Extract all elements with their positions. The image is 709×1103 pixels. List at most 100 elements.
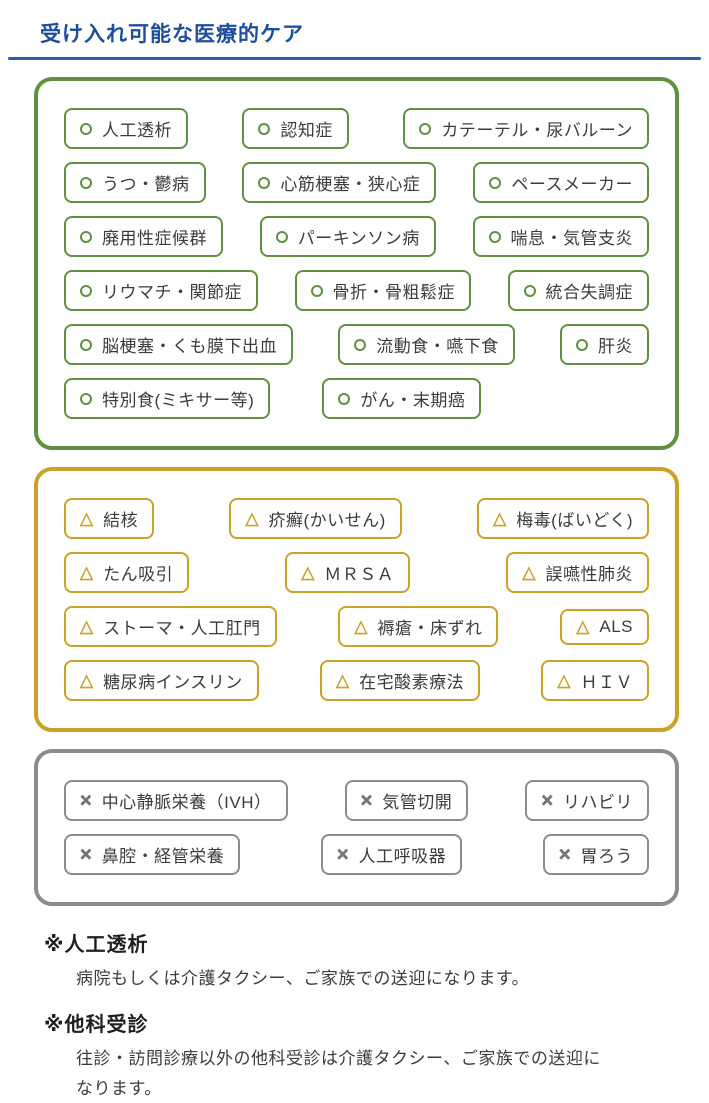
circle-icon [80, 230, 92, 243]
note-title: ※人工透析 [44, 934, 149, 956]
triangle-icon: △ [522, 563, 536, 582]
care-item-row: 脳梗塞・くも膜下出血流動食・嚥下食肝炎 [64, 324, 649, 365]
care-item: △梅毒(ばいどく) [477, 498, 649, 539]
note-other-consultation: ※他科受診 往診・訪問診療以外の他科受診は介護タクシー、ご家族での送迎に なりま… [0, 1008, 709, 1103]
care-item: ペースメーカー [473, 162, 649, 203]
triangle-icon: △ [80, 617, 94, 636]
care-item-label: 喘息・気管支炎 [510, 229, 633, 248]
care-item-label: ALS [599, 616, 633, 636]
care-item-row: △結核 △ 疥癬(かいせん) △梅毒(ばいどく) [64, 498, 649, 539]
triangle-icon: △ [354, 617, 368, 636]
triangle-icon: △ [245, 509, 259, 528]
care-item-label: 流動食・嚥下食 [376, 337, 499, 356]
cross-icon: × [80, 789, 92, 812]
note-dialysis: ※人工透析 病院もしくは介護タクシー、ご家族での送迎になります。 [0, 928, 709, 994]
care-item-row: × 鼻腔・経管栄養 × 人工呼吸器 × 胃ろう [64, 834, 649, 875]
care-item-label: 気管切開 [382, 793, 453, 812]
care-item: △ＭＲＳＡ [285, 552, 411, 593]
care-item-label: 廃用性症候群 [102, 229, 207, 248]
section-unavailable-care: ×中心静脈栄養（IVH）×気管切開×リハビリ×鼻腔・経管栄養×人工呼吸器×胃ろう [34, 749, 679, 906]
triangle-icon: △ [80, 671, 94, 690]
care-item-label: リウマチ・関節症 [102, 283, 242, 302]
circle-icon [80, 338, 92, 351]
page-title: 受け入れ可能な医療的ケア [40, 23, 304, 46]
care-item-label: 脳梗塞・くも膜下出血 [102, 337, 277, 356]
care-item: △ 在宅酸素療法 [320, 660, 481, 701]
circle-icon [275, 230, 288, 243]
care-item-label: 胃ろう [580, 847, 633, 866]
circle-icon [80, 122, 92, 135]
care-item-label: 心筋梗塞・狭心症 [280, 175, 421, 194]
care-item: 喘息・気管支炎 [472, 216, 649, 257]
care-item-row: 特別食(ミキサー等) がん・末期癌 [64, 378, 649, 419]
care-item: カテーテル・尿バルーン [403, 108, 649, 149]
care-item-label: 在宅酸素療法 [359, 673, 465, 692]
care-item: ×中心静脈栄養（IVH） [64, 780, 288, 821]
circle-icon [489, 176, 502, 189]
cross-icon: × [558, 843, 571, 866]
circle-icon [576, 338, 588, 351]
care-item-row: △糖尿病インスリン△在宅酸素療法△ＨＩＶ [64, 660, 649, 701]
care-item-row: 廃用性症候群 パーキンソン病 喘息・気管支炎 [64, 216, 649, 257]
care-item: パーキンソン病 [259, 216, 436, 257]
care-item-row: ×中心静脈栄養（IVH）×気管切開×リハビリ [64, 780, 649, 821]
section-acceptable-care: 人工透析認知症カテーテル・尿バルーンうつ・鬱病心筋梗塞・狭心症ペースメーカー廃用… [34, 77, 679, 450]
care-item: △ALS [560, 608, 649, 645]
note-title: ※他科受診 [44, 1013, 149, 1036]
care-item: 認知症 [242, 108, 349, 149]
care-item: × 胃ろう [542, 834, 649, 875]
care-item-label: 特別食(ミキサー等) [102, 391, 255, 410]
title-underline [8, 57, 701, 60]
care-item: △ 誤嚥性肺炎 [506, 552, 649, 593]
care-item-label: ストーマ・人工肛門 [103, 619, 261, 638]
circle-icon [80, 284, 92, 297]
triangle-icon: △ [301, 563, 315, 582]
circle-icon [258, 176, 271, 189]
care-item-label: うつ・鬱病 [102, 175, 190, 194]
circle-icon [419, 122, 432, 135]
care-item: がん・末期癌 [322, 378, 482, 419]
care-item: 特別食(ミキサー等) [64, 378, 271, 419]
circle-icon [354, 338, 367, 351]
care-item: △結核 [64, 498, 155, 539]
care-item-label: 鼻腔・経管栄養 [101, 847, 225, 866]
care-item: 廃用性症候群 [64, 216, 223, 257]
care-item: △たん吸引 [64, 552, 190, 593]
care-item: ×気管切開 [344, 780, 469, 821]
care-item-label: 人工呼吸器 [358, 847, 447, 866]
care-item: × 人工呼吸器 [320, 834, 463, 875]
care-item: うつ・鬱病 [64, 162, 206, 203]
circle-icon [488, 230, 501, 243]
note-body: 病院もしくは介護タクシー、ご家族での送迎になります。 [76, 969, 530, 988]
notes: ※人工透析 病院もしくは介護タクシー、ご家族での送迎になります。 ※他科受診 往… [0, 928, 709, 1103]
care-item-row: うつ・鬱病 心筋梗塞・狭心症 ペースメーカー [64, 162, 649, 203]
care-item-label: ペースメーカー [511, 175, 633, 194]
care-item: ×リハビリ [525, 780, 649, 821]
care-item-label: 糖尿病インスリン [103, 673, 243, 692]
cross-icon: × [541, 789, 553, 812]
care-item-label: パーキンソン病 [297, 229, 420, 248]
care-item: △ ストーマ・人工肛門 [64, 606, 277, 647]
care-item-label: 結核 [103, 511, 139, 530]
section-conditional-care: △結核△疥癬(かいせん)△梅毒(ばいどく)△たん吸引△ＭＲＳＡ△誤嚥性肺炎△スト… [34, 467, 679, 732]
care-item-row: △たん吸引△ＭＲＳＡ△誤嚥性肺炎 [64, 552, 649, 593]
triangle-icon: △ [336, 671, 350, 690]
care-item-row: 人工透析認知症カテーテル・尿バルーン [64, 108, 649, 149]
care-item-label: 疥癬(かいせん) [268, 511, 386, 530]
care-item-label: 誤嚥性肺炎 [545, 565, 633, 584]
care-item-row: リウマチ・関節症 骨折・骨粗鬆症 統合失調症 [64, 270, 649, 311]
cross-icon: × [336, 843, 349, 866]
care-item-label: がん・末期癌 [360, 391, 466, 410]
circle-icon [258, 122, 271, 135]
care-item-label: ＨＩＶ [580, 673, 633, 692]
circle-icon [523, 284, 536, 297]
care-item: 骨折・骨粗鬆症 [294, 270, 471, 311]
care-item-row: △ストーマ・人工肛門△褥瘡・床ずれ△ALS [64, 606, 649, 647]
cross-icon: × [80, 843, 92, 866]
care-item-label: カテーテル・尿バルーン [441, 121, 633, 140]
circle-icon [338, 392, 351, 405]
care-item: △ 糖尿病インスリン [64, 660, 259, 701]
care-item: 流動食・嚥下食 [338, 324, 515, 365]
care-item: 脳梗塞・くも膜下出血 [64, 324, 293, 365]
care-item-label: 統合失調症 [545, 283, 633, 302]
